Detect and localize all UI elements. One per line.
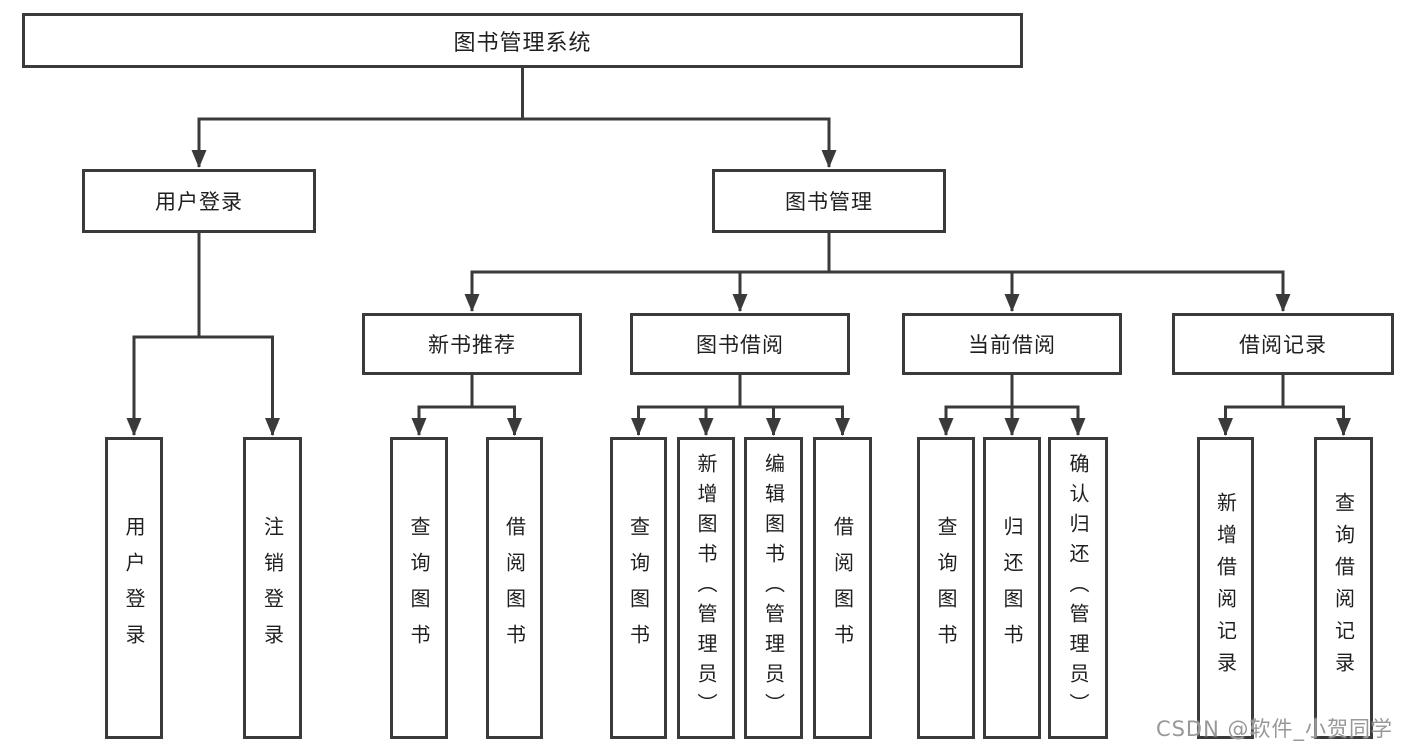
node-label: 新增图书（管理员） [694,453,718,723]
node-label: 归还图书 [1000,516,1024,660]
node-label: 查询图书 [626,516,651,660]
node-label: 查询图书 [934,516,958,660]
node-book-borrowing: 图书借阅 [630,313,850,375]
leaf-query-books-current: 查询图书 [917,437,975,739]
node-label: 新书推荐 [428,333,516,357]
node-label: 图书管理 [785,190,873,214]
leaf-query-books-borrowing: 查询图书 [610,437,667,739]
node-label: 用户登录 [155,190,243,214]
node-borrowing-records: 借阅记录 [1172,313,1394,375]
leaf-borrow-books-borrowing: 借阅图书 [813,437,872,739]
node-label: 查询借阅记录 [1331,492,1356,684]
leaf-borrow-books-recommend: 借阅图书 [486,437,543,739]
leaf-add-borrow-record: 新增借阅记录 [1197,437,1254,739]
leaf-confirm-return-admin: 确认归还（管理员） [1048,437,1108,739]
node-label: 图书管理系统 [453,30,592,56]
node-label: 查询图书 [407,516,431,660]
leaf-return-books: 归还图书 [983,437,1041,739]
node-label: 借阅图书 [502,516,527,660]
watermark: CSDN @软件_小贺同学 [1155,717,1393,741]
node-label: 图书借阅 [696,333,784,357]
leaf-query-books-recommend: 查询图书 [390,437,448,739]
leaf-user-login: 用户登录 [105,437,163,739]
node-current-borrowing: 当前借阅 [902,313,1122,375]
node-label: 借阅图书 [830,516,855,660]
node-user-login: 用户登录 [82,169,316,233]
leaf-edit-books-admin: 编辑图书（管理员） [744,437,803,739]
node-label: 注销登录 [260,516,285,660]
node-label: 借阅记录 [1239,333,1327,357]
node-label: 编辑图书（管理员） [761,453,786,723]
node-book-management: 图书管理 [712,169,946,233]
node-label: 确认归还（管理员） [1066,453,1090,723]
node-label: 新增借阅记录 [1213,492,1238,684]
node-label: 当前借阅 [968,333,1056,357]
leaf-query-borrow-record: 查询借阅记录 [1314,437,1373,739]
node-library-management-system: 图书管理系统 [22,13,1023,68]
node-new-book-recommendation: 新书推荐 [362,313,582,375]
leaf-logout: 注销登录 [243,437,302,739]
leaf-add-books-admin: 新增图书（管理员） [677,437,735,739]
node-label: 用户登录 [122,516,146,660]
